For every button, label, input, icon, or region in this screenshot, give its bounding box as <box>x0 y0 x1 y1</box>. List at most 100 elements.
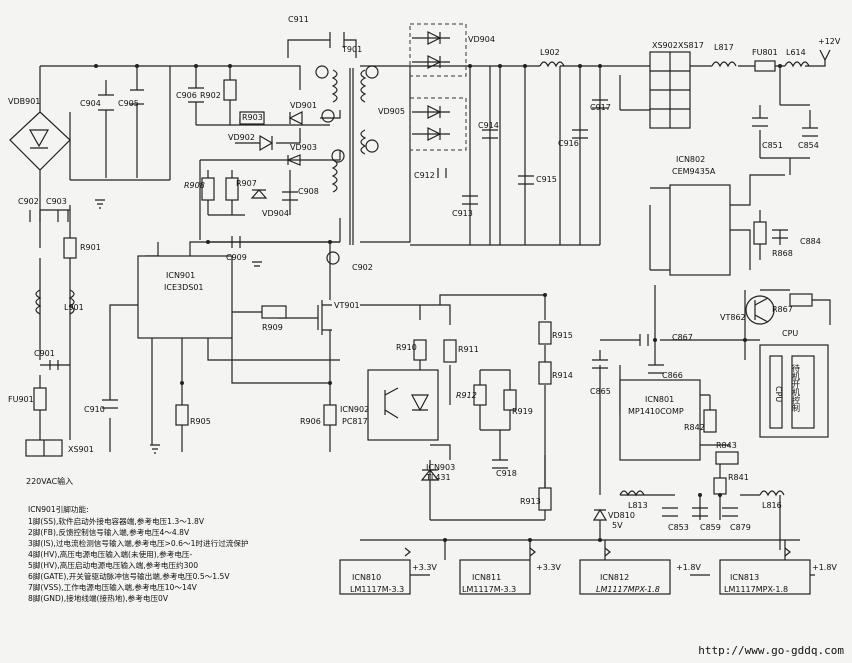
icn801-chip <box>619 379 701 461</box>
label-icn812: ICN812 <box>600 573 629 582</box>
label-c914: C914 <box>478 121 499 130</box>
label-r910: R910 <box>396 343 417 352</box>
icn810-chip <box>339 559 411 595</box>
label-v813: +1.8V <box>812 563 837 572</box>
label-vd810-voltage: 5V <box>612 521 623 530</box>
label-c903: C903 <box>46 197 67 206</box>
label-ice3ds01: ICE3DS01 <box>164 283 204 292</box>
label-c915: C915 <box>536 175 557 184</box>
label-r867: R867 <box>772 305 793 314</box>
label-lm813: LM1117MPX-1.8 <box>724 585 788 594</box>
label-vd904b: VD904 <box>262 209 289 218</box>
label-vd902: VD902 <box>228 133 255 142</box>
label-c913: C913 <box>452 209 473 218</box>
notes-title: ICN901引脚功能: <box>28 505 89 514</box>
label-r913: R913 <box>520 497 541 506</box>
label-lm812: LM1117MPX-1.8 <box>596 585 660 594</box>
label-vd903: VD903 <box>290 143 317 152</box>
label-icn902: ICN902 <box>340 405 369 414</box>
label-pc817: PC817 <box>342 417 368 426</box>
label-c866: C866 <box>662 371 683 380</box>
label-icn903: ICN903 <box>426 463 455 472</box>
label-r914: R914 <box>552 371 573 380</box>
label-fu901: FU901 <box>8 395 34 404</box>
label-icn901: ICN901 <box>166 271 195 280</box>
label-r907: R907 <box>236 179 257 188</box>
label-ac-input: 220VAC输入 <box>26 476 73 486</box>
label-c853: C853 <box>668 523 689 532</box>
label-lm810: LM1117M-3.3 <box>350 585 404 594</box>
icn802-chip <box>669 184 731 276</box>
note-line-2: 2脚(FB),反馈控制信号输入端,参考电压4～4.8V <box>28 528 190 537</box>
label-c909: C909 <box>226 253 247 262</box>
label-vdb901: VDB901 <box>8 97 40 106</box>
label-c902a: C902 <box>18 197 39 206</box>
component-labels: C911 T901 VD904 L902 XS902 XS817 L817 FU… <box>8 15 841 594</box>
label-standby-control: 待机开机控制 <box>792 363 801 413</box>
note-line-1: 1脚(SS),软件启动外接电容器端,参考电压1.3～1.8V <box>28 517 205 526</box>
label-mp1410: MP1410COMP <box>628 407 684 416</box>
label-r901: R901 <box>80 243 101 252</box>
note-line-3: 3脚(IS),过电流检测信号输入端,参考电压>0.6～1时进行过流保护 <box>28 539 249 548</box>
label-r841: R841 <box>728 473 749 482</box>
label-l816: L816 <box>762 501 782 510</box>
label-cpu: CPU <box>782 329 798 338</box>
label-cem9435a: CEM9435A <box>672 167 716 176</box>
label-icn811: ICN811 <box>472 573 501 582</box>
label-c865: C865 <box>590 387 611 396</box>
label-c859: C859 <box>700 523 721 532</box>
label-icn813: ICN813 <box>730 573 759 582</box>
label-c904: C904 <box>80 99 101 108</box>
label-c851: C851 <box>762 141 783 150</box>
label-c908: C908 <box>298 187 319 196</box>
label-l817: L817 <box>714 43 734 52</box>
t901-secondary-coil <box>360 69 367 103</box>
note-line-5: 5脚(HV),高压启动电源电压输入端,参考电压约300 <box>28 561 199 570</box>
label-icn801: ICN801 <box>645 395 674 404</box>
label-c884: C884 <box>800 237 821 246</box>
label-cpu-inner: CPU <box>774 386 783 402</box>
label-vt901: VT901 <box>334 301 360 310</box>
label-c911: C911 <box>288 15 309 24</box>
label-vd905: VD905 <box>378 107 405 116</box>
website-url: http://www.go-gddq.com <box>698 644 844 657</box>
label-c902b: C902 <box>352 263 373 272</box>
note-line-4: 4脚(HV),高压电源电压输入端(未使用),参考电压- <box>28 550 193 559</box>
label-c910: C910 <box>84 405 105 414</box>
label-vt862: VT862 <box>720 313 746 322</box>
label-r842: R842 <box>684 423 705 432</box>
label-c917: C917 <box>590 103 611 112</box>
label-fu801: FU801 <box>752 48 778 57</box>
icn811-chip <box>459 559 531 595</box>
icn812-chip <box>579 559 671 595</box>
label-vd901: VD901 <box>290 101 317 110</box>
label-r903: R903 <box>242 113 263 122</box>
label-c901: C901 <box>34 349 55 358</box>
label-r868: R868 <box>772 249 793 258</box>
icn901-chip <box>137 255 233 339</box>
label-r843: R843 <box>716 441 737 450</box>
label-r919: R919 <box>512 407 533 416</box>
label-c912: C912 <box>414 171 435 180</box>
label-c916: C916 <box>558 139 579 148</box>
note-line-6: 6脚(GATE),开关管驱动脉冲信号输出端,参考电压0.5～1.5V <box>28 572 230 581</box>
label-c879: C879 <box>730 523 751 532</box>
label-xs902: XS902 <box>652 41 678 50</box>
label-xs901: XS901 <box>68 445 94 454</box>
label-c918: C918 <box>496 469 517 478</box>
label-r906: R906 <box>300 417 321 426</box>
label-r902: R902 <box>200 91 221 100</box>
label-v810: +3.3V <box>412 563 437 572</box>
label-l901: L901 <box>64 303 84 312</box>
label-r909: R909 <box>262 323 283 332</box>
label-r905: R905 <box>190 417 211 426</box>
label-t901: T901 <box>341 45 362 54</box>
label-l813: L813 <box>628 501 648 510</box>
note-line-7: 7脚(VSS),工作电源电压输入端,参考电压10～14V <box>28 583 197 592</box>
note-line-8: 8脚(GND),接地线端(接热地),参考电压0V <box>28 594 169 603</box>
icn902-optocoupler <box>367 369 439 441</box>
t901-primary-coil <box>331 69 338 103</box>
label-icn802: ICN802 <box>676 155 705 164</box>
label-r908: R908 <box>184 181 205 190</box>
icn813-chip <box>719 559 811 595</box>
